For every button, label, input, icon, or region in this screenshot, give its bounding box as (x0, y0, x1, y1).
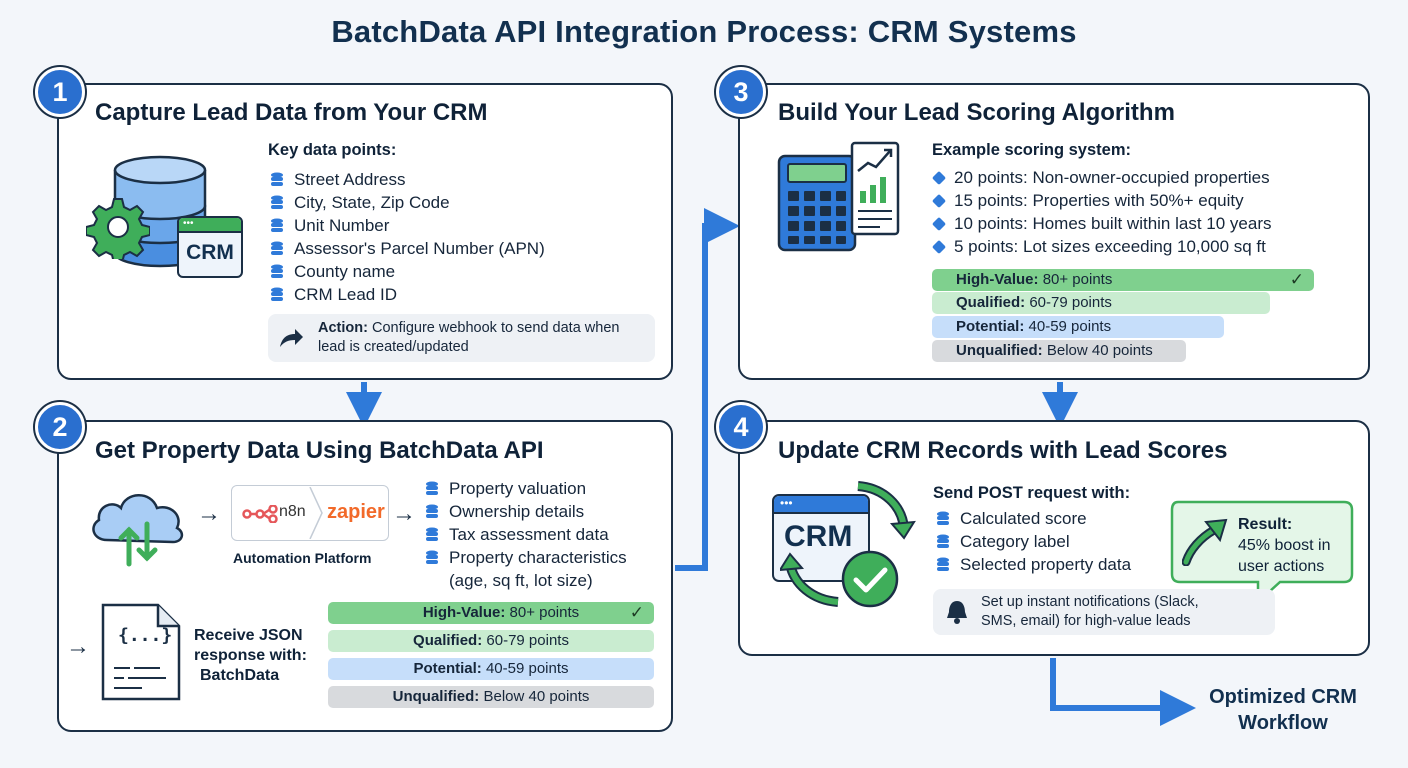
list-item: Selected property data (936, 553, 1131, 576)
step4-title: Update CRM Records with Lead Scores (778, 437, 1228, 464)
database-bullet-icon (271, 287, 283, 301)
step3-tier-potential: Potential: 40-59 points (932, 316, 1224, 338)
step3-tier-high-value: High-Value: 80+ points✓ (932, 269, 1314, 291)
list-item: Ownership details (425, 500, 627, 523)
check-icon: ✓ (629, 603, 644, 622)
list-item-continued: (age, sq ft, lot size) (449, 571, 593, 590)
arrow-right-icon: → (197, 500, 221, 527)
list-item: 15 points: Properties with 50%+ equity (931, 189, 1272, 212)
database-bullet-icon (937, 511, 949, 525)
final-outcome-label: Optimized CRM Workflow (1209, 686, 1357, 734)
database-bullet-icon (937, 534, 949, 548)
calculator-icon (777, 154, 857, 252)
database-bullet-icon (271, 241, 283, 255)
step2-tier-high-value: High-Value: 80+ points✓ (328, 602, 654, 624)
result-label: Result: (1238, 516, 1293, 533)
step3-subhead: Example scoring system: (932, 141, 1131, 159)
database-bullet-icon (426, 481, 438, 495)
step3-title: Build Your Lead Scoring Algorithm (778, 99, 1175, 126)
list-item: Property characteristics (425, 546, 627, 569)
trend-up-icon (1182, 518, 1228, 566)
list-item: County name (270, 260, 545, 283)
result-text: Result: 45% boost in user actions (1238, 514, 1331, 577)
step3-list: 20 points: Non-owner-occupied properties… (931, 166, 1272, 258)
step4-badge: 4 (716, 402, 766, 452)
refresh-cycle-icon (780, 481, 916, 607)
check-circle-icon (841, 550, 899, 608)
diamond-bullet-icon (931, 193, 947, 209)
json-icon-text: {...} (118, 625, 173, 646)
step2-badge: 2 (35, 402, 85, 452)
list-item: Street Address (270, 168, 545, 191)
database-bullet-icon (271, 195, 283, 209)
page-title: BatchData API Integration Process: CRM S… (331, 14, 1077, 49)
database-bullet-icon (937, 557, 949, 571)
step3-tier-unqualified: Unqualified: Below 40 points (932, 340, 1186, 362)
database-bullet-icon (426, 550, 438, 564)
list-item: Calculated score (936, 507, 1131, 530)
list-item: Category label (936, 530, 1131, 553)
step3-tier-qualified: Qualified: 60-79 points (932, 292, 1270, 314)
arrow-step4-to-final (1050, 658, 1196, 726)
cloud-sync-icon (92, 494, 184, 567)
database-bullet-icon (426, 504, 438, 518)
database-bullet-icon (426, 527, 438, 541)
check-icon: ✓ (1289, 270, 1304, 289)
platform-divider-chevron (309, 487, 323, 539)
arrow-right-icon: → (66, 633, 90, 660)
step2-tier-unqualified: Unqualified: Below 40 points (328, 686, 654, 708)
result-line2: user actions (1238, 558, 1325, 575)
database-bullet-icon (271, 264, 283, 278)
step1-badge: 1 (35, 67, 85, 117)
bell-icon (947, 601, 967, 624)
list-item: Unit Number (270, 214, 545, 237)
action-text-line1: Configure webhook to send data when (371, 320, 620, 336)
notification-line2: SMS, email) for high-value leads (981, 613, 1191, 629)
list-item: 5 points: Lot sizes exceeding 10,000 sq … (931, 235, 1272, 258)
list-item: Tax assessment data (425, 523, 627, 546)
step4-notification-callout: Set up instant notifications (Slack, SMS… (933, 589, 1275, 635)
json-caption: Receive JSON response with: BatchData (194, 627, 307, 684)
step4-subhead: Send POST request with: (933, 484, 1131, 502)
n8n-label: n8n (279, 503, 306, 520)
diamond-bullet-icon (931, 239, 947, 255)
list-item: Assessor's Parcel Number (APN) (270, 237, 545, 260)
diamond-bullet-icon (931, 170, 947, 186)
list-item: 20 points: Non-owner-occupied properties (931, 166, 1272, 189)
arrow-step2-to-step3 (675, 208, 740, 571)
step1-action-callout: Action: Configure webhook to send data w… (268, 314, 655, 362)
arrow-right-icon: → (392, 500, 416, 527)
crm-label: CRM (186, 241, 234, 264)
list-item: CRM Lead ID (270, 283, 545, 306)
step2-list: Property valuation Ownership details Tax… (425, 477, 627, 592)
growth-chart-icon (850, 141, 900, 236)
list-item: 10 points: Homes built within last 10 ye… (931, 212, 1272, 235)
share-arrow-icon (280, 329, 303, 347)
step1-subhead: Key data points: (268, 141, 397, 159)
step3-badge: 3 (716, 67, 766, 117)
zapier-label: zapier (327, 501, 385, 523)
database-bullet-icon (271, 172, 283, 186)
action-label: Action: (318, 320, 368, 336)
gear-icon (86, 198, 150, 259)
step2-tier-qualified: Qualified: 60-79 points (328, 630, 654, 652)
n8n-logo-icon (242, 505, 278, 523)
step4-list: Calculated score Category label Selected… (936, 507, 1131, 576)
json-file-icon (101, 603, 181, 701)
step2-tier-potential: Potential: 40-59 points (328, 658, 654, 680)
step2-title: Get Property Data Using BatchData API (95, 437, 544, 464)
crm-label: CRM (784, 520, 853, 553)
result-line1: 45% boost in (1238, 537, 1331, 554)
notification-line1: Set up instant notifications (Slack, (981, 594, 1199, 610)
crm-window-icon: ••• CRM (177, 216, 243, 278)
list-item: Property valuation (425, 477, 627, 500)
list-item: City, State, Zip Code (270, 191, 545, 214)
platform-label: Automation Platform (233, 550, 372, 566)
step1-title: Capture Lead Data from Your CRM (95, 99, 488, 126)
step1-list: Street Address City, State, Zip Code Uni… (270, 168, 545, 306)
diamond-bullet-icon (931, 216, 947, 232)
database-bullet-icon (271, 218, 283, 232)
action-text-line2: lead is created/updated (318, 339, 469, 355)
